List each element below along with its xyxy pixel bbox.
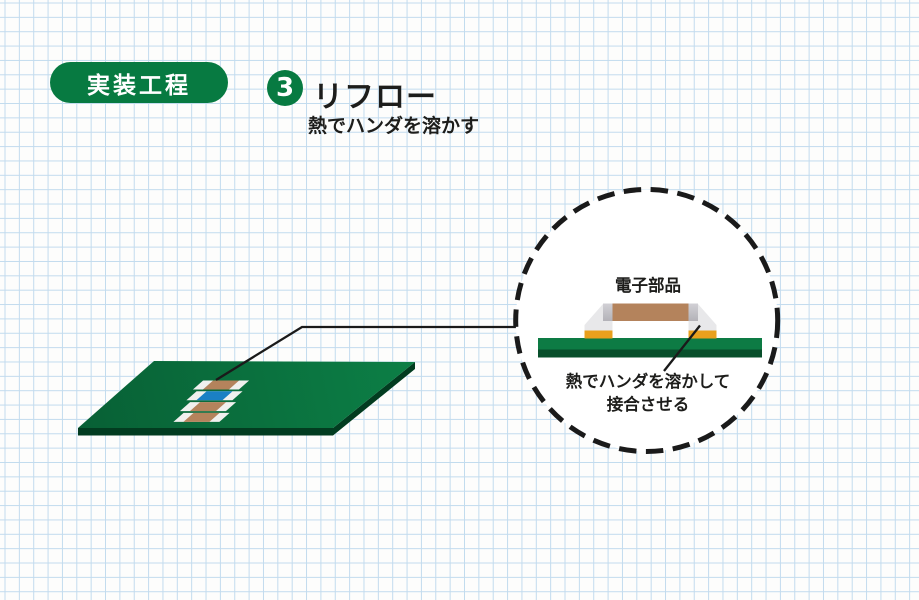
pcb-cross-section-shadow <box>538 349 762 358</box>
callout-caption-line1: 熱でハンダを溶かして <box>565 372 731 391</box>
smd-component-row <box>173 380 250 422</box>
solder-pad-right <box>688 330 717 339</box>
component-label: 電子部品 <box>615 276 681 295</box>
chip-body <box>612 303 689 321</box>
solder-closeup <box>538 303 762 372</box>
page-subtitle: 熱でハンダを溶かす <box>308 115 480 137</box>
pcb-cross-section <box>538 338 762 350</box>
component-body-brown <box>183 412 220 422</box>
chip-terminal-left <box>603 303 613 321</box>
caption-pointer-line <box>663 324 701 372</box>
callout-caption: 熱でハンダを溶かして 接合させる <box>548 370 748 416</box>
smd-component <box>192 380 250 390</box>
smd-component <box>173 412 230 422</box>
callout-connector-line <box>215 325 518 381</box>
step-number-badge: 3 <box>267 70 303 106</box>
smd-component <box>179 402 237 412</box>
solder-pad-left <box>584 330 613 339</box>
callout-caption-line2: 接合させる <box>606 395 690 415</box>
smd-component <box>186 391 243 401</box>
component-body-brown <box>202 380 240 390</box>
component-body-brown <box>189 402 227 412</box>
pcb-board-top-face <box>78 361 415 428</box>
process-stage-badge: 実装工程 <box>50 62 228 103</box>
page-title: リフロー <box>313 80 437 115</box>
pcb-board <box>78 361 415 436</box>
chip-terminal-right <box>688 303 698 321</box>
pcb-board-side-edge <box>78 362 415 436</box>
component-body-blue <box>196 391 233 401</box>
